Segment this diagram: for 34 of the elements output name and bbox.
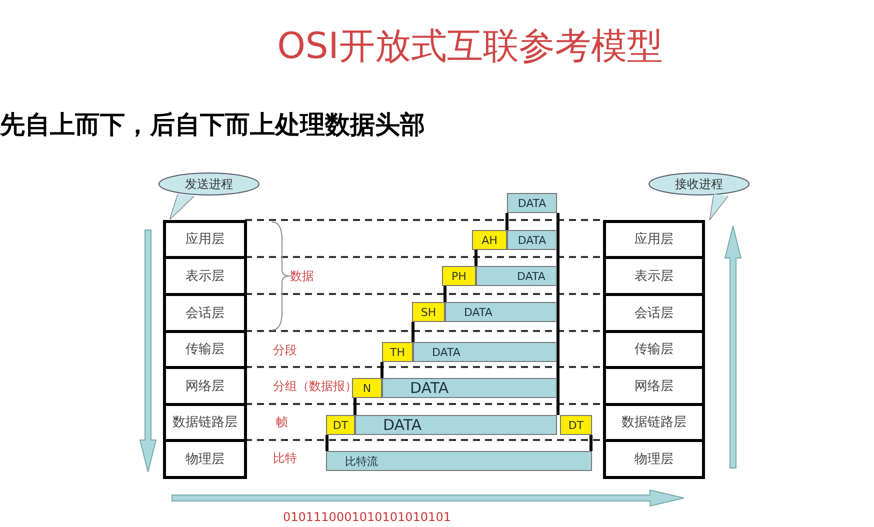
data-block: DATA — [413, 342, 557, 362]
side-label: 比特 — [273, 450, 297, 467]
data-block: DATA — [476, 266, 557, 286]
side-label: 数据 — [290, 268, 314, 285]
layer-box: 应用层 — [163, 220, 247, 258]
data-block: DATA — [507, 193, 557, 213]
connector-line — [354, 398, 356, 415]
header-block: PH — [442, 266, 476, 286]
connector-line — [326, 435, 328, 451]
title: OSI开放式互联参考模型 — [276, 25, 664, 69]
side-label: 分段 — [273, 342, 297, 359]
data-block: DATA — [445, 302, 557, 322]
header-block: AH — [472, 230, 507, 250]
connector-line — [590, 435, 592, 451]
header-block: N — [352, 378, 382, 398]
connector-line — [412, 322, 414, 342]
connector-line — [444, 286, 446, 302]
layer-box: 应用层 — [603, 220, 705, 258]
connector-line — [506, 213, 508, 230]
side-label: 帧 — [276, 414, 288, 431]
speech-bubble: 接收进程 — [648, 172, 750, 222]
data-block: DATA — [355, 415, 557, 435]
connector-line — [380, 362, 384, 378]
bit-string: 0101110001010101010101 — [283, 510, 451, 524]
data-block: DATA — [382, 378, 557, 398]
header-block: SH — [412, 302, 445, 322]
speech-bubble: 发送进程 — [158, 172, 260, 222]
data-block: 比特流 — [326, 451, 592, 471]
header-block: DT — [560, 415, 592, 435]
header-block: TH — [382, 342, 413, 362]
connector-line — [556, 213, 560, 415]
header-block: DT — [326, 415, 355, 435]
connector-line — [474, 250, 478, 266]
data-block: DATA — [507, 230, 557, 250]
